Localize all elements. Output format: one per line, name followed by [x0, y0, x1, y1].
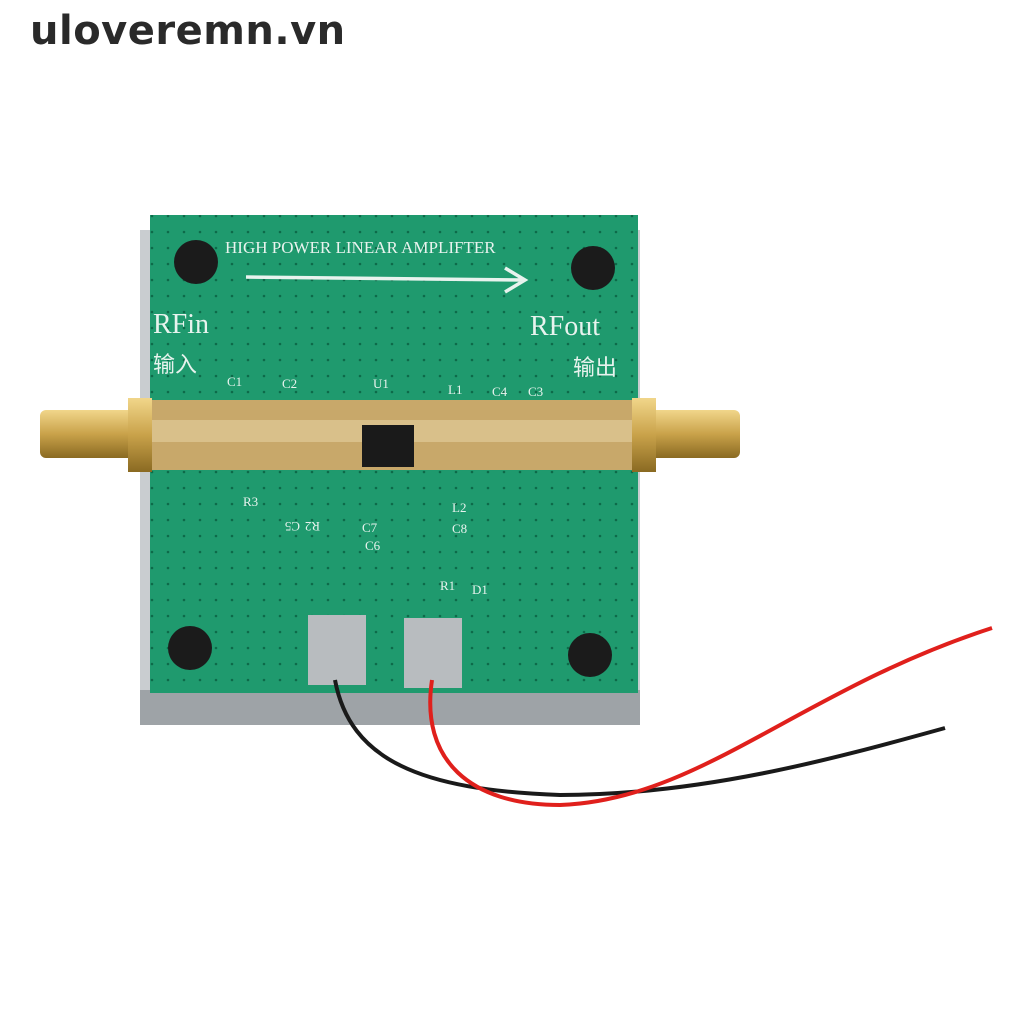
red-wire [428, 626, 993, 808]
label-r1: R1 [440, 578, 455, 593]
rfin-cn-label: 输入 [153, 353, 197, 378]
label-r3: R3 [243, 494, 258, 509]
label-c5: C5 [285, 519, 300, 534]
label-r2: R2 [305, 519, 320, 534]
label-c6: C6 [365, 538, 381, 553]
label-l1: L1 [448, 382, 462, 397]
rfout-label: RFout [530, 311, 600, 342]
label-c1: C1 [227, 374, 242, 389]
screw-icon [174, 240, 218, 284]
label-d1: D1 [472, 582, 488, 597]
label-c3: C3 [528, 384, 543, 399]
sma-connector-out[interactable] [632, 398, 740, 472]
watermark: uloveremn.vn [30, 8, 346, 54]
label-u1: U1 [373, 376, 389, 391]
pad-vcc [404, 618, 462, 688]
u1-chip [362, 425, 414, 467]
label-c7: C7 [362, 520, 378, 535]
screw-icon [568, 633, 612, 677]
board-title: HIGH POWER LINEAR AMPLIFTER [225, 238, 496, 257]
sma-connector-in[interactable] [40, 398, 152, 472]
label-c4: C4 [492, 384, 508, 399]
rfin-label: RFin [153, 309, 209, 340]
screw-icon [168, 626, 212, 670]
black-wire [333, 679, 946, 798]
pad-gnd [308, 615, 366, 685]
rfout-cn-label: 输出 [573, 356, 617, 381]
label-l2: L2 [452, 500, 466, 515]
label-c8: C8 [452, 521, 467, 536]
label-c2: C2 [282, 376, 297, 391]
screw-icon [571, 246, 615, 290]
direction-arrow [245, 266, 529, 294]
